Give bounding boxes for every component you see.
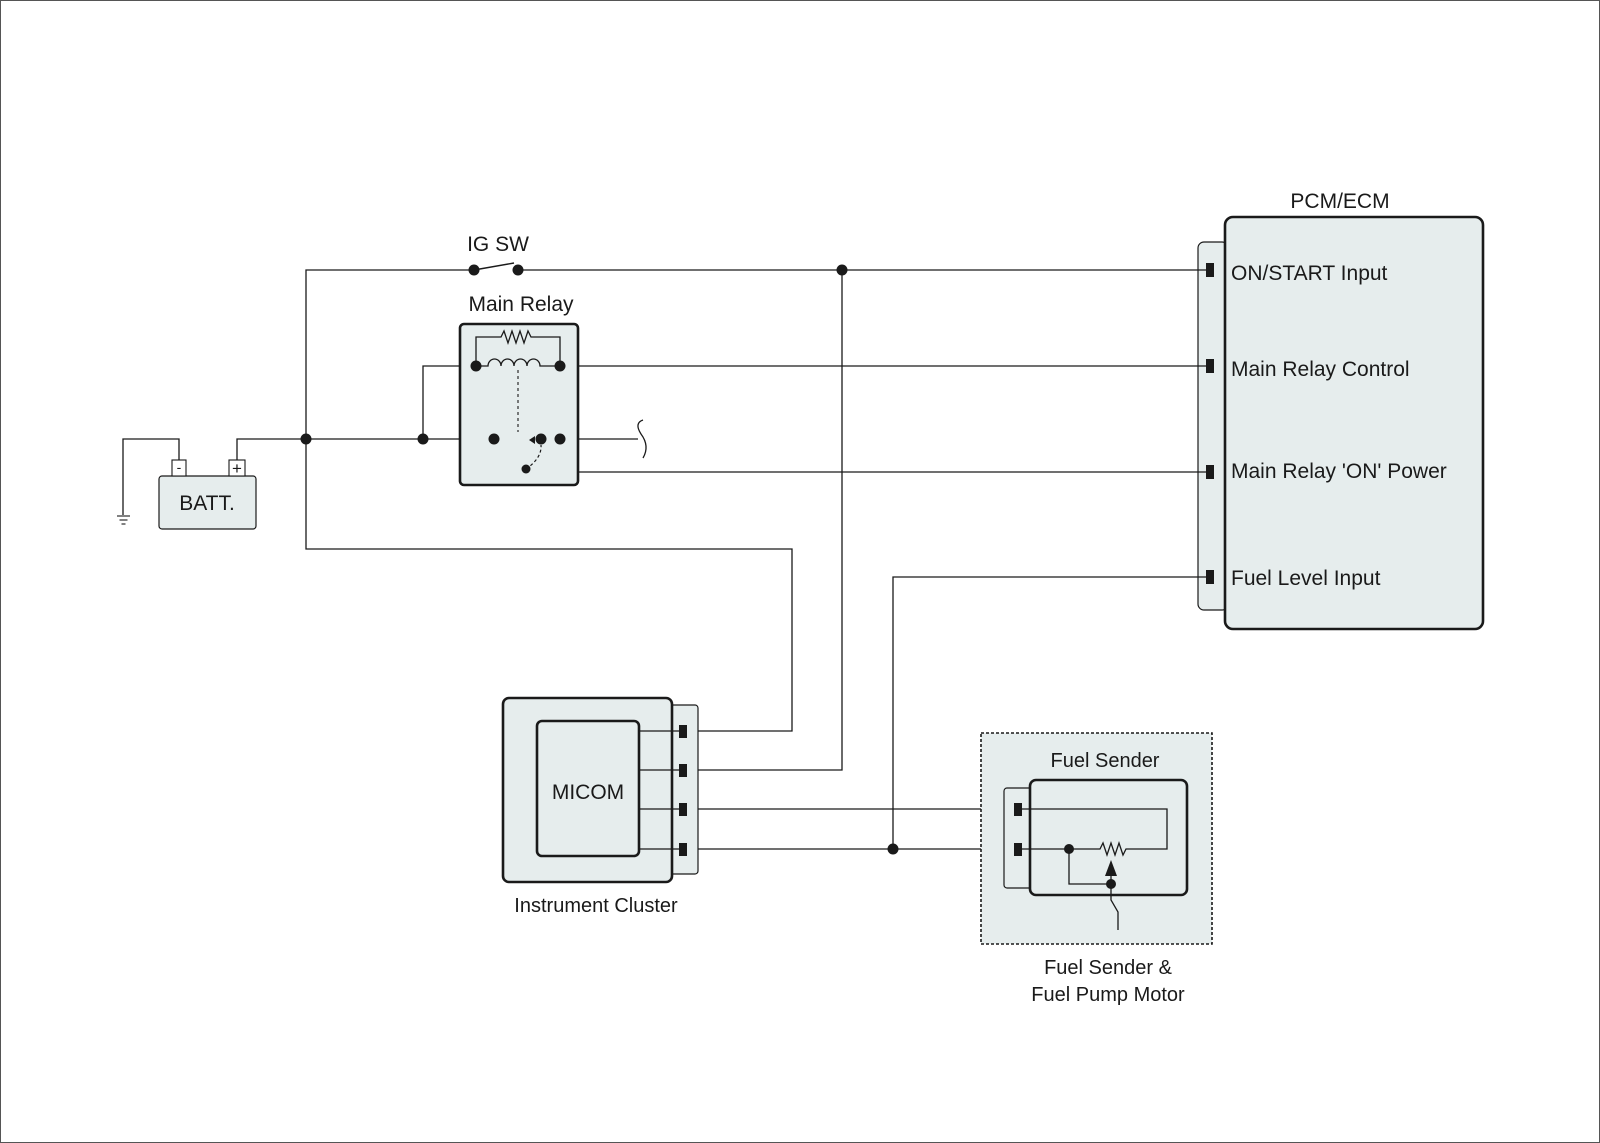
main-relay-on-power-wire xyxy=(559,439,1206,473)
fuel-sender-module: Fuel Sender Fuel Sender & Fuel Pump Moto… xyxy=(980,732,1213,1006)
main-relay-label: Main Relay xyxy=(468,293,574,316)
junction-dot xyxy=(417,433,429,445)
fuel-sender-wiper-wire xyxy=(1068,849,1112,885)
cluster-pin xyxy=(679,764,687,777)
relay-terminal xyxy=(554,360,566,372)
battery-body xyxy=(158,475,257,530)
pcm-pin-label: ON/START Input xyxy=(1231,262,1388,285)
instrument-cluster-label: Instrument Cluster xyxy=(514,895,678,917)
battery-label: BATT. xyxy=(179,492,235,515)
junctions xyxy=(300,264,899,855)
micom-label: MICOM xyxy=(552,781,624,804)
junction-dot xyxy=(836,264,848,276)
fuel-sender-label: Fuel Sender xyxy=(1051,750,1160,772)
ig-switch-label: IG SW xyxy=(467,233,529,256)
relay-terminal xyxy=(488,433,500,445)
junction-dot xyxy=(300,433,312,445)
battery-ground-wire xyxy=(122,438,180,515)
pcm-pin-on-start xyxy=(1206,263,1214,277)
pcm-pin-main-relay-on-power xyxy=(1206,465,1214,479)
battery-positive-bus xyxy=(236,438,541,460)
fuel-sender-pin xyxy=(1014,843,1022,856)
ground-symbol-icon xyxy=(117,515,130,525)
pcm-pin-label: Main Relay Control xyxy=(1231,358,1410,381)
pcm-body xyxy=(1223,215,1485,631)
cluster-battery-wire xyxy=(305,439,793,732)
instrument-cluster: MICOM Instrument Cluster xyxy=(501,696,699,917)
relay-coil-feed-wire xyxy=(422,365,476,439)
cluster-pin xyxy=(679,725,687,738)
relay-coil-icon xyxy=(476,358,560,367)
ig-switch-feed-wire xyxy=(305,269,474,439)
cluster-ignition-wire xyxy=(688,270,843,771)
wire-break-icon xyxy=(637,419,647,459)
fuel-sender-pin xyxy=(1014,803,1022,816)
cluster-pin xyxy=(679,803,687,816)
battery-negative-sign: - xyxy=(177,459,182,475)
fuel-sender-resistor-icon xyxy=(1022,840,1132,858)
fuel-module-label-line2: Fuel Pump Motor xyxy=(1031,984,1185,1006)
pcm-pin-fuel-level xyxy=(1206,570,1214,584)
relay-terminal xyxy=(554,433,566,445)
relay-contact-travel-icon xyxy=(525,444,542,470)
junction-dot xyxy=(887,843,899,855)
switch-blade-icon xyxy=(473,262,515,271)
main-relay-body xyxy=(458,322,580,487)
switch-contact xyxy=(512,264,524,276)
fuel-sender-internal-wire xyxy=(1022,808,1168,850)
battery-positive-sign: + xyxy=(232,459,242,478)
micom-internal-wires xyxy=(639,730,680,850)
pcm-pin-label: Main Relay 'ON' Power xyxy=(1231,460,1447,483)
pcm-title: PCM/ECM xyxy=(1290,190,1389,213)
main-relay: Main Relay xyxy=(458,293,580,487)
wiper-arrow-icon xyxy=(1105,860,1117,876)
float-arm-icon xyxy=(1110,884,1119,930)
relay-contact xyxy=(535,433,547,445)
battery: - + BATT. xyxy=(117,438,257,530)
relay-terminal xyxy=(470,360,482,372)
fuel-level-input-wire xyxy=(892,576,1206,849)
fuel-sender-body xyxy=(1028,778,1189,897)
relay-contact-arrow-icon xyxy=(529,436,535,444)
pcm-pin-label: Fuel Level Input xyxy=(1231,567,1381,590)
pcm-pin-main-relay-control xyxy=(1206,359,1214,373)
pcm-ecm-module: PCM/ECM ON/START Input Main Relay Contro… xyxy=(1197,190,1485,631)
cluster-pin xyxy=(679,843,687,856)
pcm-connector xyxy=(1197,241,1229,611)
micom-chip xyxy=(535,719,641,858)
fuel-module-label-line1: Fuel Sender & xyxy=(1044,957,1173,979)
ignition-switch: IG SW xyxy=(467,233,529,276)
relay-resistor-icon xyxy=(475,328,561,366)
wiring xyxy=(236,269,1206,850)
